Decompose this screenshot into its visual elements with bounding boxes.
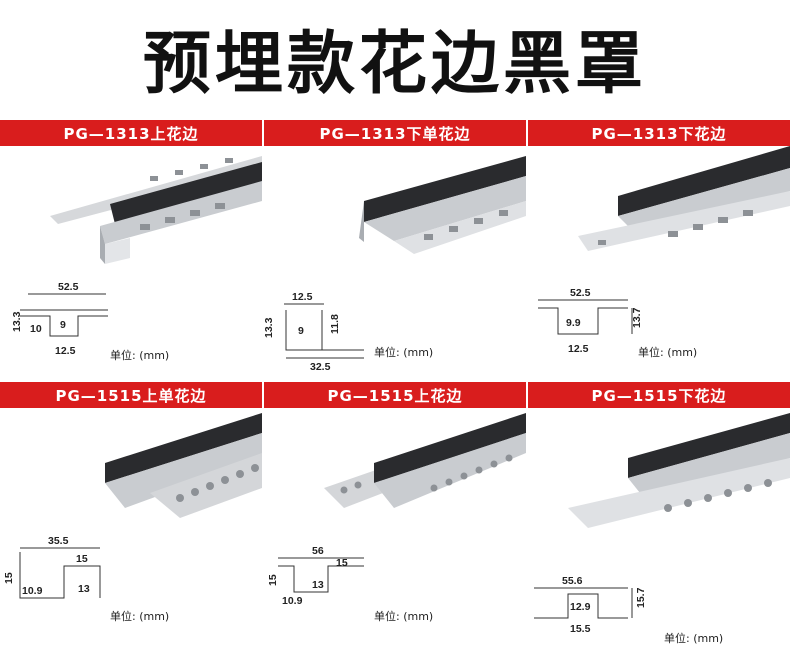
- dim-label: 10: [30, 323, 42, 335]
- dimension-diagram: 35.5 15 15 10.9 13: [3, 535, 101, 599]
- dim-label: 15: [267, 574, 279, 586]
- product-render: [105, 413, 262, 518]
- unit-label: 单位: (mm): [638, 346, 698, 359]
- panel-header: PG—1515下花边: [528, 382, 790, 408]
- dim-label: 12.5: [292, 291, 313, 303]
- product-panel-6: PG—1515下花边 55.6 12.9 15.7 15.5 单位: (mm): [528, 382, 790, 644]
- product-panel-3: PG—1313下花边 52.5 9.9 13.7 12.5 单位: (mm): [528, 120, 790, 382]
- page-title: 预埋款花边黑罩: [142, 25, 647, 104]
- unit-label: 单位: (mm): [664, 632, 724, 644]
- dim-label: 9: [60, 319, 66, 331]
- unit-label: 单位: (mm): [110, 610, 170, 623]
- panel-header: PG—1313下单花边: [264, 120, 526, 146]
- dim-label: 15: [76, 553, 88, 565]
- panel-header: PG—1515上单花边: [0, 382, 262, 408]
- dimension-diagram: 52.5 9.9 13.7 12.5: [538, 287, 643, 355]
- dim-label: 13.7: [631, 307, 643, 328]
- dim-label: 32.5: [310, 361, 331, 373]
- dim-label: 15: [3, 572, 15, 584]
- dim-label: 15.7: [635, 587, 647, 608]
- product-panel-1: PG—1313上花边 52.5 13.3 10 9 12.5 单位: (mm): [0, 120, 262, 382]
- product-panel-5: PG—1515上花边 56 15 15 13 10.9 单位: (mm): [264, 382, 526, 644]
- product-panel-2: PG—1313下单花边 12.5 13.3 9 11.8 32.5 单位: (m…: [264, 120, 526, 382]
- product-render: [324, 413, 526, 508]
- dim-label: 12.5: [55, 345, 76, 357]
- unit-label: 单位: (mm): [374, 346, 434, 359]
- dim-label: 52.5: [58, 281, 79, 293]
- dim-label: 56: [312, 545, 324, 557]
- dimension-diagram: 52.5 13.3 10 9 12.5: [11, 281, 108, 357]
- panel-header: PG—1313上花边: [0, 120, 262, 146]
- dim-label: 35.5: [48, 535, 69, 547]
- dimension-diagram: 56 15 15 13 10.9: [267, 545, 364, 607]
- panel-header: PG—1313下花边: [528, 120, 790, 146]
- product-render: [568, 413, 790, 528]
- product-render: [578, 146, 790, 251]
- dim-label: 15: [336, 557, 348, 569]
- dim-label: 12.5: [568, 343, 589, 355]
- product-render: [50, 156, 262, 264]
- product-render: [359, 156, 526, 254]
- unit-label: 单位: (mm): [374, 610, 434, 623]
- dim-label: 13.3: [264, 317, 275, 338]
- dim-label: 13.3: [11, 311, 23, 332]
- dim-label: 13: [78, 583, 90, 595]
- dim-label: 9.9: [566, 317, 581, 329]
- panel-header: PG—1515上花边: [264, 382, 526, 408]
- dim-label: 10.9: [282, 595, 303, 607]
- unit-label: 单位: (mm): [110, 349, 170, 362]
- product-panel-4: PG—1515上单花边 35.5 15 15 10.9 13 单位: (mm): [0, 382, 262, 644]
- dim-label: 52.5: [570, 287, 591, 299]
- dim-label: 13: [312, 579, 324, 591]
- dim-label: 15.5: [570, 623, 591, 635]
- dimension-diagram: 12.5 13.3 9 11.8 32.5: [264, 291, 364, 373]
- dim-label: 9: [298, 325, 304, 337]
- dimension-diagram: 55.6 12.9 15.7 15.5: [534, 575, 647, 635]
- dim-label: 10.9: [22, 585, 43, 597]
- dim-label: 11.8: [329, 314, 341, 334]
- dim-label: 12.9: [570, 601, 591, 613]
- dim-label: 55.6: [562, 575, 583, 587]
